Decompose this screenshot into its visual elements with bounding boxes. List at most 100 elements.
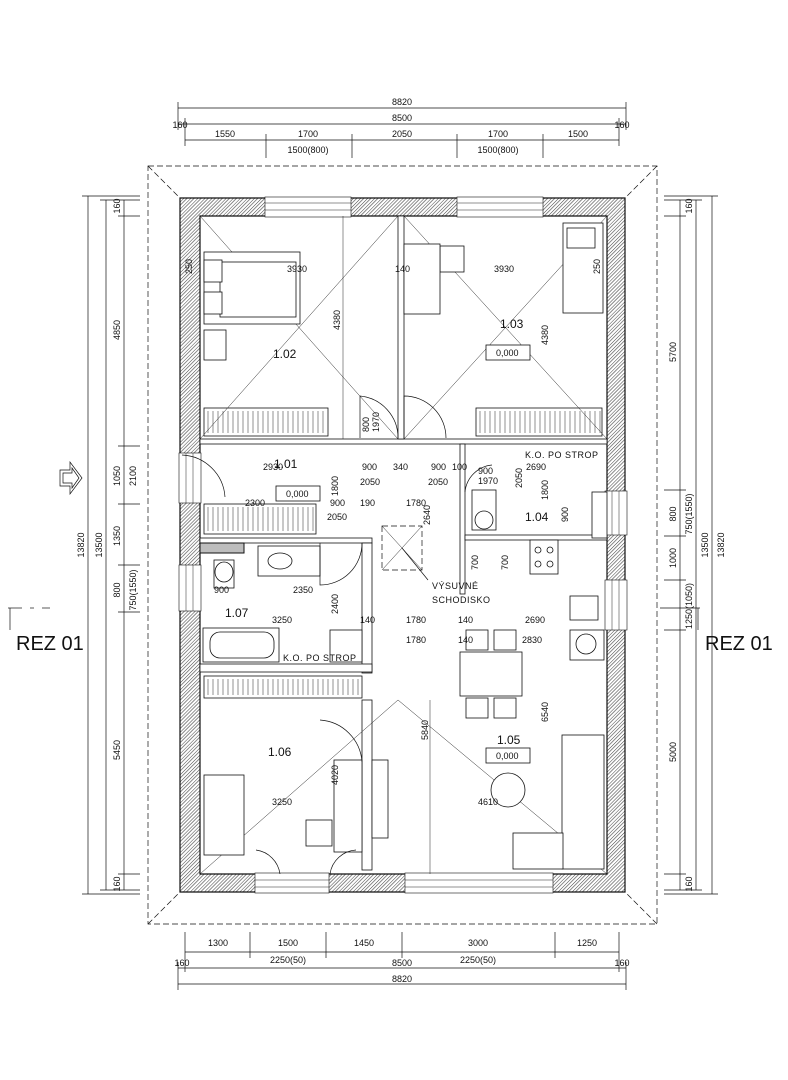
dim-top-edge-left: 160 [172,120,187,130]
dim-label: 2050 [428,477,448,487]
dim-left-overall: 13500 [94,532,104,557]
note-stair: SCHODISKO [432,595,491,605]
dim-label: 900 [330,498,345,508]
dim-label: 800 [361,417,371,432]
dimension-bottom: 1300 1500 1450 3000 1250 160 160 2250(50… [174,932,630,990]
room-number: 1.02 [273,347,297,361]
dim-left-seg: 800 [112,582,122,597]
dim-right-seg: 160 [684,876,694,891]
dim-label: 4380 [332,310,342,330]
dim-label: 900 [214,585,229,595]
section-label-left: REZ 01 [16,633,84,655]
room-number: 1.06 [268,745,292,759]
dim-top-seg: 2050 [392,129,412,139]
room-number: 1.03 [500,317,524,331]
room-number: 1.07 [225,606,249,620]
dim-bottom-seg: 1250 [577,938,597,948]
dim-label: 2690 [526,462,546,472]
dim-right-seg: 160 [684,198,694,213]
dim-left-seg: 5450 [112,740,122,760]
dim-top-seg: 1700 [488,129,508,139]
dim-right-seg: 5700 [668,342,678,362]
dim-label: 140 [395,264,410,274]
roof-outline [147,165,658,925]
dim-top-seg: 1550 [215,129,235,139]
dim-left-outer: 13820 [76,532,86,557]
note-ceiling: K.O. PO STROP [525,450,599,460]
dim-label: 700 [500,555,510,570]
dim-left-seg: 160 [112,876,122,891]
dim-top-seg: 1500 [568,129,588,139]
dim-label: 340 [393,462,408,472]
dim-label: 2830 [522,635,542,645]
dim-top-overall: 8500 [392,113,412,123]
dim-label: 2640 [422,505,432,525]
dim-bottom-seg: 1500 [278,938,298,948]
dim-label: 2690 [525,615,545,625]
dim-label: 1970 [478,476,498,486]
dim-label: 700 [470,555,480,570]
dim-label: 250 [592,259,602,274]
note-ceiling: K.O. PO STROP [283,653,357,663]
dim-bottom-edge-right: 160 [614,958,629,968]
entrance-arrow-icon [59,460,83,496]
room-level: 0,000 [286,489,309,499]
section-label-right: REZ 01 [705,633,773,655]
dim-label: 3930 [287,264,307,274]
notes: K.O. PO STROP K.O. PO STROP VÝSUVNÉ SCHO… [283,450,599,663]
dim-label: 900 [560,507,570,522]
radiators [203,407,603,699]
dim-label: 2050 [360,477,380,487]
room-number: 1.01 [274,457,298,471]
dimension-top: 8820 8500 160 160 1550 1700 2050 1700 15… [172,97,630,158]
dim-label: 4380 [540,325,550,345]
dim-label: 2050 [327,512,347,522]
dim-label: 1800 [330,476,340,496]
dim-right-outer: 13820 [716,532,726,557]
dim-bottom-seg: 1450 [354,938,374,948]
dim-top-edge-right: 160 [614,120,629,130]
dim-label: 1970 [371,412,381,432]
dim-label: 900 [478,466,493,476]
dim-label: 100 [452,462,467,472]
dim-label: 4020 [330,765,340,785]
dim-label: 1780 [406,635,426,645]
dim-right-seg: 750(1550) [684,493,694,534]
dim-bottom-window: 2250(50) [460,955,496,965]
dim-left-seg: 160 [112,198,122,213]
interior-walls [199,215,608,871]
dim-top-outer: 8820 [392,97,412,107]
dim-label: 3250 [272,615,292,625]
dim-left-seg: 2100 [128,466,138,486]
dim-label: 2350 [293,585,313,595]
room-level: 0,000 [496,751,519,761]
dim-right-seg: 1000 [668,548,678,568]
dim-right-overall: 13500 [700,532,710,557]
dimension-left: 13820 13500 160 4850 1050 2100 1350 800 … [76,195,140,895]
dimension-right: 160 5700 800 750(1550) 1000 1250(1050) 5… [664,195,726,895]
dim-bottom-window: 2250(50) [270,955,306,965]
dim-bottom-seg: 1300 [208,938,228,948]
dim-label: 140 [360,615,375,625]
dim-label: 2930 [263,462,283,472]
dim-right-seg: 5000 [668,742,678,762]
dim-left-seg: 750(1550) [128,569,138,610]
dim-bottom-edge-left: 160 [174,958,189,968]
dim-label: 3930 [494,264,514,274]
section-marker-right: REZ 01 [660,607,773,655]
dim-right-seg: 1250(1050) [684,583,694,629]
interior-dimensions: 3930 4380 140 3930 4380 250 2930 900 340… [184,259,602,807]
room-labels: 1.02 1.03 0,000 1.01 0,000 1.04 1.07 1.0… [225,317,549,764]
dim-left-seg: 1350 [112,526,122,546]
dim-label: 140 [458,615,473,625]
dim-label: 900 [362,462,377,472]
dim-label: 2400 [330,594,340,614]
dim-top-seg: 1700 [298,129,318,139]
dim-label: 1800 [540,480,550,500]
outer-walls [178,196,628,894]
furniture [202,222,605,870]
doors [181,395,493,875]
dim-label: 4610 [478,797,498,807]
dim-top-window: 1500(800) [287,145,328,155]
dim-label: 190 [360,498,375,508]
